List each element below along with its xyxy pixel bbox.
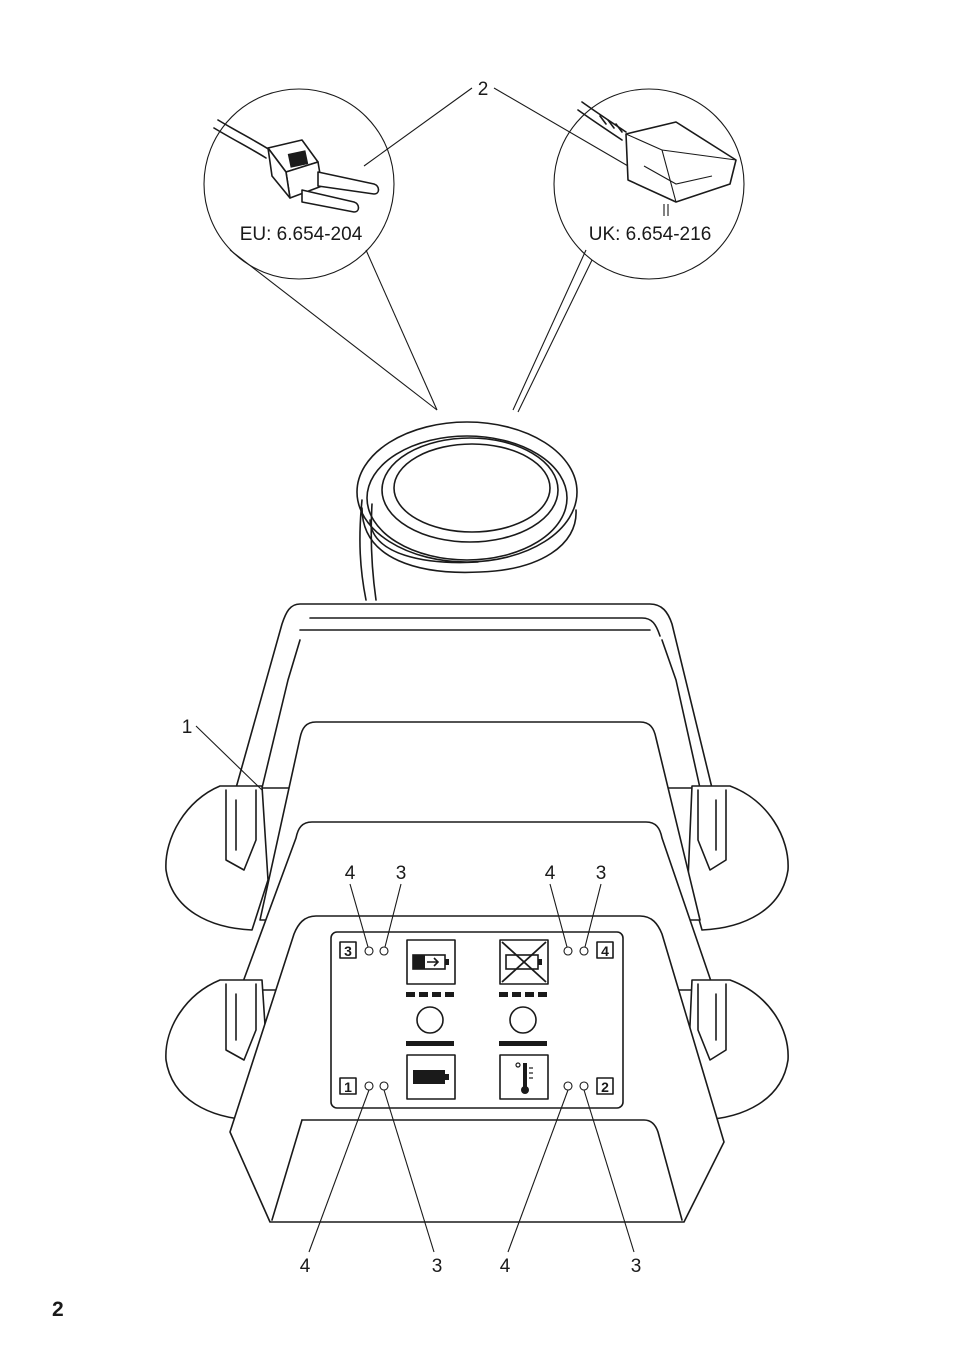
steady-indicator-left (406, 1041, 454, 1046)
slot-2-label: 2 (601, 1079, 609, 1095)
status-led-right (510, 1007, 536, 1033)
leader-line-eu (364, 88, 472, 166)
eu-plug-icon (268, 140, 379, 212)
slot-1-label: 1 (344, 1079, 352, 1095)
callout-3-bottom-1: 3 (432, 1256, 443, 1277)
steady-indicator-right (499, 1041, 547, 1046)
uk-plug-magnifier: UK: 6.654-216 (513, 89, 744, 412)
eu-plug-label: EU: 6.654-204 (240, 224, 363, 245)
battery-full-icon (407, 1055, 455, 1099)
callout-3-top-left: 3 (396, 863, 407, 884)
callout-3-top-right: 3 (596, 863, 607, 884)
battery-charging-icon (407, 940, 455, 984)
callout-4-top-left: 4 (345, 863, 356, 884)
uk-plug-icon (626, 122, 736, 216)
slot-4-label: 4 (601, 943, 609, 959)
callout-1-charger: 1 (182, 717, 193, 738)
callout-3-bottom-2: 3 (631, 1256, 642, 1277)
temperature-icon (500, 1055, 548, 1099)
coiled-power-cable (357, 422, 577, 600)
callout-4-top-right: 4 (545, 863, 556, 884)
callout-2-plugs: 2 (478, 79, 489, 100)
callout-4-bottom-1: 4 (300, 1256, 311, 1277)
callout-4-bottom-2: 4 (500, 1256, 511, 1277)
uk-plug-label: UK: 6.654-216 (589, 224, 712, 245)
eu-plug-magnifier: EU: 6.654-204 (204, 89, 437, 410)
slot-3-label: 3 (344, 943, 352, 959)
leader-line-uk (494, 88, 628, 166)
page-number: 2 (52, 1298, 64, 1322)
status-led-left (417, 1007, 443, 1033)
control-panel: 3 4 1 2 (331, 932, 623, 1108)
battery-fault-icon (500, 940, 548, 984)
